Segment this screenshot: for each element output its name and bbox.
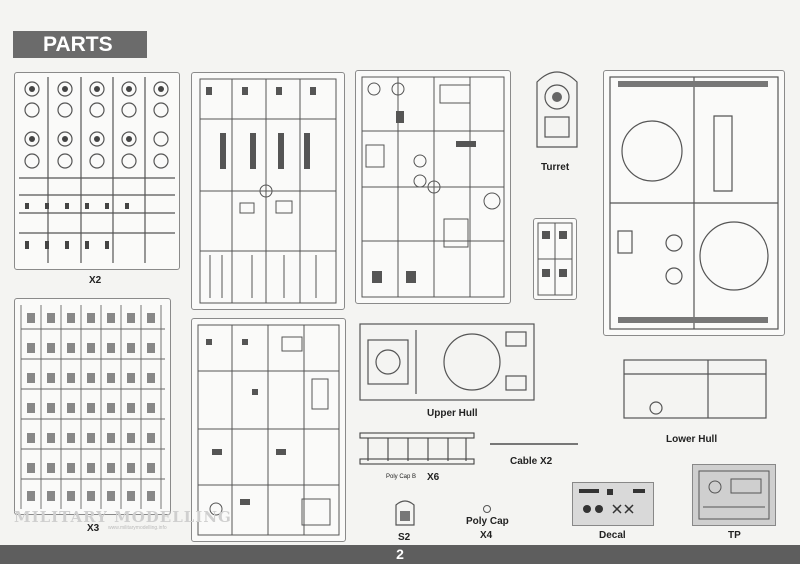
small-parts-sprue [191, 318, 346, 542]
section-header: PARTS [13, 31, 147, 58]
page-number: 2 [396, 546, 404, 562]
cable-part [490, 443, 578, 445]
s2-label: S2 [398, 532, 411, 543]
wheel-sprue-count: X2 [89, 275, 102, 286]
track-sprue-count: X3 [87, 523, 100, 534]
s2-part [394, 497, 416, 527]
poly-cap-count: X4 [480, 530, 493, 541]
hull-parts-sprue [603, 70, 785, 336]
details-sprue-a [191, 72, 345, 310]
poly-cap-b-label: Poly Cap B [386, 474, 417, 480]
poly-cap-b-strip [358, 431, 476, 467]
poly-cap-icon [483, 505, 491, 513]
small-sprue [533, 218, 577, 300]
turret-label: Turret [541, 162, 570, 173]
decal-sheet [572, 482, 654, 526]
wheel-sprue [14, 72, 180, 270]
tp-label: TP [728, 530, 741, 541]
details-sprue-b [355, 70, 511, 304]
lower-hull-label: Lower Hull [666, 434, 718, 445]
track-links-sprue [14, 298, 171, 515]
cable-label: Cable X2 [510, 456, 553, 467]
decal-label: Decal [599, 530, 626, 541]
watermark-url: www.militarymodelling.info [108, 525, 167, 531]
footer-bar [0, 545, 800, 564]
turret-part [527, 62, 587, 152]
poly-cap-b-count: X6 [427, 472, 440, 483]
poly-cap-label: Poly Cap [466, 516, 509, 527]
photo-etch-sheet [692, 464, 776, 526]
upper-hull-part [356, 320, 538, 404]
watermark-logo: MILITARY MODELLING [14, 508, 232, 526]
upper-hull-label: Upper Hull [427, 408, 478, 419]
lower-hull-part [620, 352, 770, 424]
